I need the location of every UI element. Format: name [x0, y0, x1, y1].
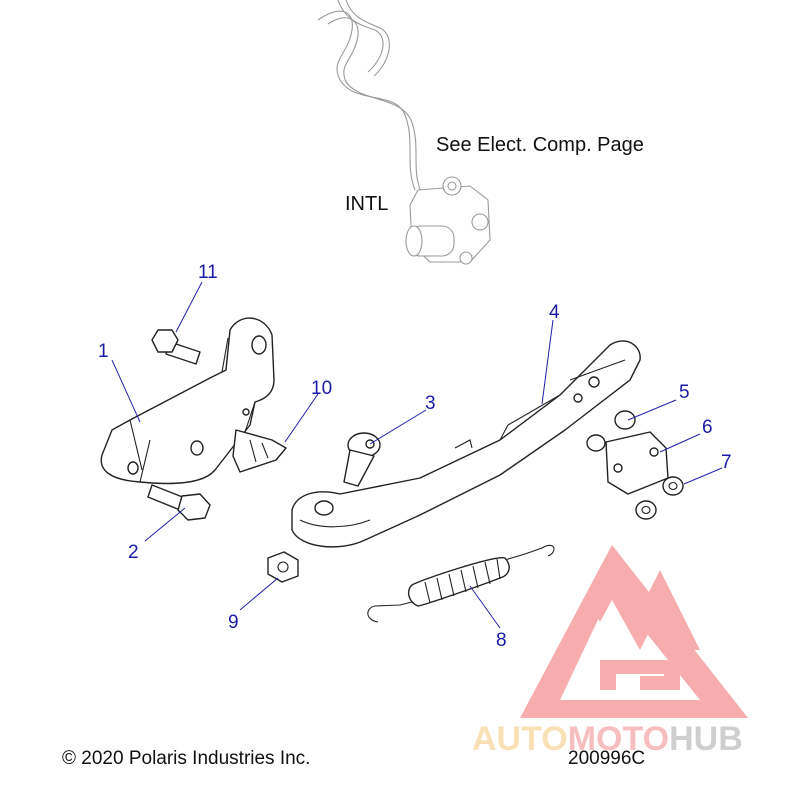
callout-7: 7: [721, 452, 732, 473]
part-7-washers: [635, 476, 684, 520]
watermark-word-moto: MOTO: [568, 720, 669, 758]
part-8-spring: [367, 544, 555, 623]
part-6-plate: [605, 431, 669, 495]
callout-6: 6: [702, 417, 713, 438]
intl-note: INTL: [345, 193, 388, 215]
copyright-notice: © 2020 Polaris Industries Inc.: [62, 748, 311, 769]
part-10-rubber-pad: [232, 429, 287, 473]
part-3-pivot-bolt: [343, 432, 381, 487]
part-2-flange-bolt: [147, 484, 211, 521]
part-4-side-stand: [291, 340, 641, 548]
callout-8: 8: [496, 630, 507, 651]
part-9-nut: [267, 551, 299, 583]
part-5-bushings: [586, 410, 636, 452]
part-11-bolt: [151, 329, 201, 365]
callout-1: 1: [98, 341, 109, 362]
side-stand-switch: [405, 176, 491, 265]
leader-lines: [111, 281, 723, 629]
part-1-mounting-bracket: [100, 317, 275, 485]
watermark-word-hub: HUB: [669, 720, 743, 758]
callout-5: 5: [679, 382, 690, 403]
callout-3: 3: [425, 393, 436, 414]
watermark-triangle: [520, 545, 748, 718]
callout-4: 4: [549, 302, 560, 323]
watermark-g-stroke: [600, 660, 680, 690]
callout-2: 2: [128, 542, 139, 563]
see-elect-comp-note: See Elect. Comp. Page: [436, 134, 644, 156]
callout-11: 11: [198, 262, 218, 283]
watermark-logo: AUTOMOTOHUB: [472, 545, 748, 758]
watermark-m-stroke: [590, 560, 700, 650]
callout-9: 9: [228, 612, 239, 633]
drawing-number: 200996C: [568, 748, 646, 769]
wiring-harness: [317, 0, 422, 193]
watermark-wordmark: AUTOMOTOHUB: [472, 720, 743, 758]
watermark-word-auto: AUTO: [472, 720, 568, 758]
callout-10: 10: [311, 378, 332, 399]
